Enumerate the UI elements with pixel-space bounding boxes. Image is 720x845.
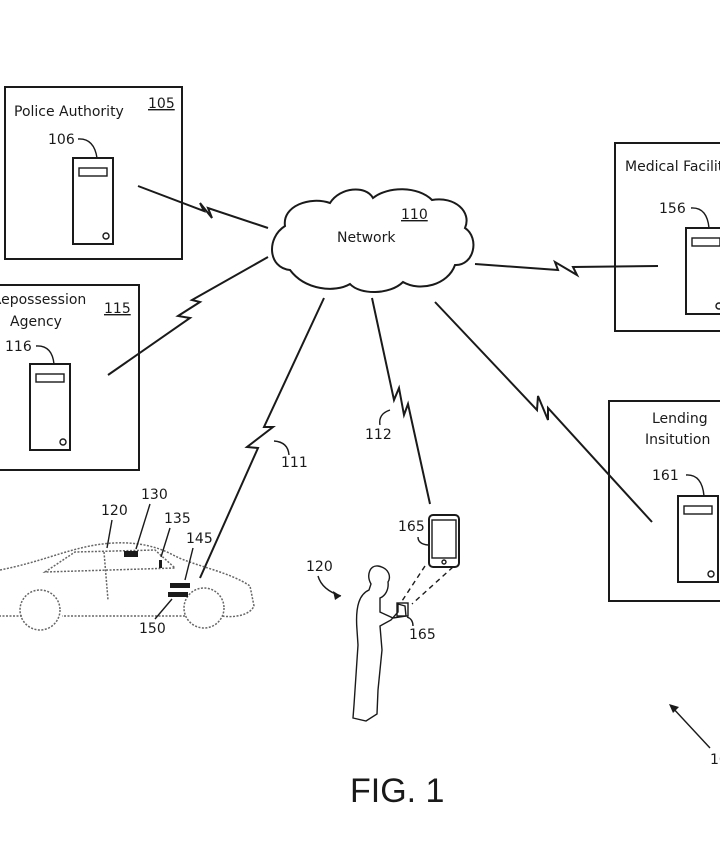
user-person: 120 165 [306, 559, 436, 722]
person-outline [352, 565, 407, 722]
lending-institution-label-1: Lending [652, 411, 708, 427]
leader-line [685, 474, 705, 497]
handheld-device-ref: 165 [409, 627, 436, 643]
server-icon [685, 227, 720, 315]
handheld-device [396, 602, 409, 617]
medical-facility-node: Medical Facility 156 [614, 142, 720, 332]
link-vehicle-network: 111 [199, 297, 325, 579]
vehicle-door-line [103, 551, 109, 601]
component-130-ref: 130 [141, 487, 168, 503]
repossession-agency-ref: 115 [104, 301, 131, 317]
phone-link-ref: 112 [365, 427, 392, 443]
arrow-vehicle [106, 519, 113, 549]
network-ref: 110 [401, 207, 428, 223]
lending-institution-box [608, 400, 720, 602]
leader-line [35, 345, 55, 365]
police-authority-label: Police Authority [14, 104, 124, 120]
police-authority-node: Police Authority 105 106 [4, 86, 183, 260]
link-police-network [137, 185, 269, 229]
server-icon [29, 363, 71, 451]
leader-line [379, 409, 391, 426]
leader-line [273, 440, 290, 456]
phone-ref-top: 165 [398, 519, 425, 535]
repossession-server-ref: 116 [5, 339, 32, 355]
lending-institution-node: Lending Insitution 161 [608, 400, 720, 602]
repossession-agency-label-1: Repossession [0, 292, 86, 308]
medical-facility-label: Medical Facility [625, 159, 720, 175]
link-lending-network [434, 301, 653, 523]
component-150 [168, 592, 188, 597]
repossession-agency-box [0, 284, 140, 471]
leader-line [690, 207, 710, 229]
figure-caption: FIG. 1 [350, 772, 444, 810]
vehicle-link-ref: 111 [281, 455, 308, 471]
system-arrow [670, 705, 711, 749]
vehicle-ref: 120 [101, 503, 128, 519]
phone-screen [431, 519, 457, 559]
mobile-device: 165 [398, 514, 460, 605]
vehicle-wheel-front [183, 587, 225, 629]
leader-line [77, 138, 98, 159]
component-130 [124, 551, 138, 557]
vehicle-body [0, 542, 255, 618]
component-150-ref: 150 [139, 621, 166, 637]
leader-line [417, 536, 429, 546]
medical-server-ref: 156 [659, 201, 686, 217]
component-135 [159, 560, 162, 568]
medical-facility-box [614, 142, 720, 332]
user-arrow [317, 575, 342, 597]
network-cloud: Network 110 [271, 188, 475, 293]
vehicle-wheel-rear [19, 589, 61, 631]
phone-outline [428, 514, 460, 568]
repossession-agency-node: Repossession Agency 115 116 [0, 284, 140, 471]
user-ref: 120 [306, 559, 333, 575]
system-ref: 100 [669, 704, 720, 768]
phone-button [441, 559, 447, 565]
lending-server-ref: 161 [652, 468, 679, 484]
component-145-ref: 145 [186, 531, 213, 547]
component-135-ref: 135 [164, 511, 191, 527]
system-ref-label: 100 [710, 752, 720, 768]
projection-line [401, 565, 426, 602]
link-phone-network: 112 [365, 297, 431, 505]
police-authority-box [4, 86, 183, 260]
police-authority-ref: 105 [148, 96, 175, 112]
link-medical-network [474, 259, 659, 278]
arrow-145 [184, 547, 194, 581]
network-label: Network [337, 230, 396, 246]
server-icon [72, 157, 114, 245]
arrow-130 [135, 503, 151, 550]
arrow-135 [160, 527, 171, 558]
server-icon [677, 495, 719, 583]
arrow-150 [154, 598, 173, 620]
link-repossession-network [107, 256, 269, 376]
lending-institution-label-2: Insitution [645, 432, 710, 448]
repossession-agency-label-2: Agency [10, 314, 62, 330]
projection-line [411, 566, 454, 605]
leader-line [406, 616, 414, 627]
arrow-head [333, 591, 341, 600]
vehicle-windows [42, 549, 177, 573]
component-145 [170, 583, 190, 588]
cloud-shape [271, 188, 475, 293]
vehicle: 120 130 135 145 150 [0, 487, 255, 637]
police-server-ref: 106 [48, 132, 75, 148]
arrow-head [669, 704, 679, 713]
